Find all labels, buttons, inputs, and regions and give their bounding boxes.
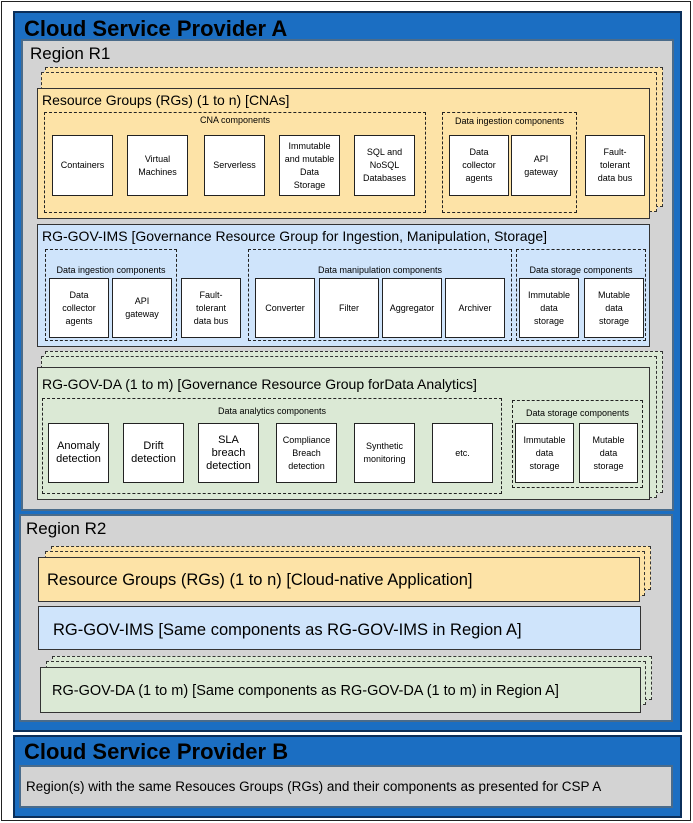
csp-b-title: Cloud Service Provider B: [24, 739, 289, 764]
r2-rg-gov-ims-title: RG-GOV-IMS [Same components as RG-GOV-IM…: [53, 621, 522, 639]
rg-gov-ims: RG-GOV-IMS [Governance Resource Group fo…: [37, 224, 650, 347]
ims-fault-tolerant-data-bus-box: Fault- tolerant data bus: [181, 278, 241, 338]
rg-gov-ims-title: RG-GOV-IMS [Governance Resource Group fo…: [42, 228, 548, 244]
csp-b-region-text: Region(s) with the same Resouces Groups …: [26, 779, 602, 794]
ims-immutable-data-storage-box: Immutable data storage: [519, 278, 579, 338]
r2-rg-gov-da-title: RG-GOV-DA (1 to m) [Same components as R…: [52, 683, 559, 699]
r2-rg-gov-da: RG-GOV-DA (1 to m) [Same components as R…: [40, 667, 641, 713]
da-immutable-data-storage-box: Immutable data storage: [515, 423, 574, 483]
containers-box: Containers: [52, 135, 113, 196]
data-storage-box: Immutable and mutable Data Storage: [279, 135, 340, 196]
rg-cna: Resource Groups (RGs) (1 to n) [CNAs] CN…: [37, 88, 650, 219]
ims-data-storage-group: Data storage components: [516, 249, 646, 341]
da-mutable-data-storage-box: Mutable data storage: [579, 423, 638, 483]
region-r1-title: Region R1: [30, 44, 111, 63]
drift-detection-box: Drift detection: [123, 423, 184, 483]
rg-gov-da: RG-GOV-DA (1 to m) [Governance Resource …: [37, 367, 650, 500]
region-r2-title: Region R2: [26, 519, 107, 538]
data-collector-agents-box: Data collector agents: [449, 135, 509, 196]
r2-rg-cna-title: Resource Groups (RGs) (1 to n) [Cloud-na…: [47, 571, 473, 589]
csp-b-region: Region(s) with the same Resouces Groups …: [19, 765, 673, 808]
fault-tolerant-data-bus-box: Fault- tolerant data bus: [585, 135, 645, 196]
ims-data-collector-agents-box: Data collector agents: [49, 278, 109, 338]
compliance-breach-detection-box: Compliance Breach detection: [276, 423, 337, 483]
aggregator-box: Aggregator: [382, 278, 442, 338]
virtual-machines-box: Virtual Machines: [127, 135, 188, 196]
cna-components-group: CNA components: [44, 112, 426, 213]
da-data-storage-label: Data storage components: [525, 408, 630, 418]
databases-box: SQL and NoSQL Databases: [354, 135, 415, 196]
cna-components-label: CNA components: [199, 115, 271, 125]
ims-data-storage-label: Data storage components: [529, 265, 633, 275]
r2-rg-cna: Resource Groups (RGs) (1 to n) [Cloud-na…: [38, 557, 640, 602]
ims-data-ingestion-group: Data ingestion components: [45, 249, 177, 341]
api-gateway-box: API gateway: [511, 135, 571, 196]
serverless-box: Serverless: [204, 135, 265, 196]
ims-api-gateway-box: API gateway: [112, 278, 172, 338]
converter-box: Converter: [255, 278, 315, 338]
data-manipulation-label: Data manipulation components: [317, 265, 443, 275]
r2-rg-gov-ims: RG-GOV-IMS [Same components as RG-GOV-IM…: [38, 606, 641, 650]
sla-breach-detection-box: SLA breach detection: [198, 423, 259, 483]
data-analytics-label: Data analytics components: [217, 406, 327, 416]
csp-a-title: Cloud Service Provider A: [24, 16, 288, 41]
da-data-storage-group: Data storage components: [512, 400, 643, 488]
ims-mutable-data-storage-box: Mutable data storage: [584, 278, 644, 338]
synthetic-monitoring-box: Synthetic monitoring: [354, 423, 415, 483]
data-analytics-group: Data analytics components: [42, 398, 502, 494]
data-manipulation-group: Data manipulation components: [248, 249, 512, 341]
rg-gov-da-title: RG-GOV-DA (1 to m) [Governance Resource …: [42, 376, 477, 392]
rg-cna-title: Resource Groups (RGs) (1 to n) [CNAs]: [42, 92, 290, 108]
anomaly-detection-box: Anomaly detection: [48, 423, 109, 483]
filter-box: Filter: [319, 278, 379, 338]
data-ingestion-label: Data ingestion components: [454, 116, 565, 126]
archiver-box: Archiver: [445, 278, 505, 338]
etc-box: etc.: [432, 423, 493, 483]
ims-data-ingestion-label: Data ingestion components: [56, 265, 166, 275]
data-ingestion-group: Data ingestion components: [442, 112, 577, 213]
